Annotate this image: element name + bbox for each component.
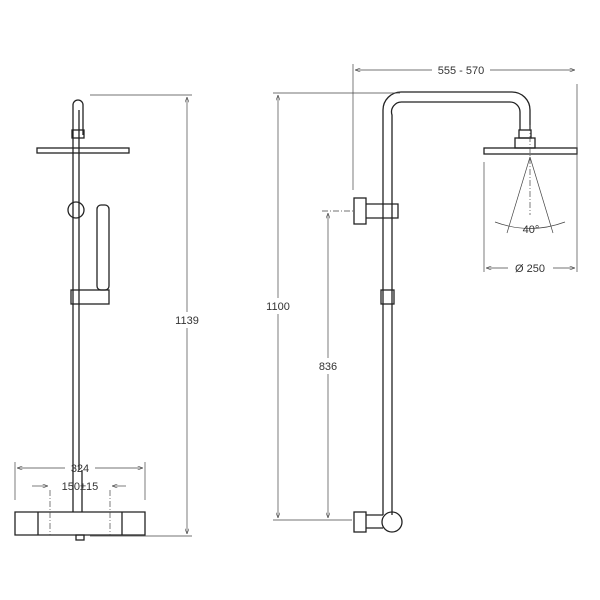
- slider-bracket: [70, 289, 110, 305]
- hand-shower: [96, 204, 110, 291]
- dim-250: Ø 250: [515, 263, 545, 275]
- dim-1139: 1139: [175, 315, 199, 327]
- dim-40: 40°: [523, 224, 540, 236]
- shower-head-front: [36, 147, 130, 154]
- side-view: 40° Ø 250 555 - 570 1100 836: [266, 64, 578, 533]
- wall-bracket-top: [353, 197, 367, 225]
- thermostat-body: [14, 511, 146, 536]
- dim-836: 836: [319, 361, 337, 373]
- dim-324: 324: [71, 463, 89, 475]
- dim-150: 150±15: [62, 481, 99, 493]
- dim-1100: 1100: [266, 301, 290, 313]
- wall-bracket-bottom: [353, 511, 367, 533]
- head-connector: [71, 129, 85, 139]
- dim-555-570: 555 - 570: [438, 65, 484, 77]
- front-view: 324 150±15 1139: [14, 94, 199, 541]
- riser-arm: [382, 91, 531, 515]
- riser-pipe: [72, 99, 84, 470]
- shower-head-side: [483, 147, 578, 155]
- hand-shower-holder: [67, 201, 85, 219]
